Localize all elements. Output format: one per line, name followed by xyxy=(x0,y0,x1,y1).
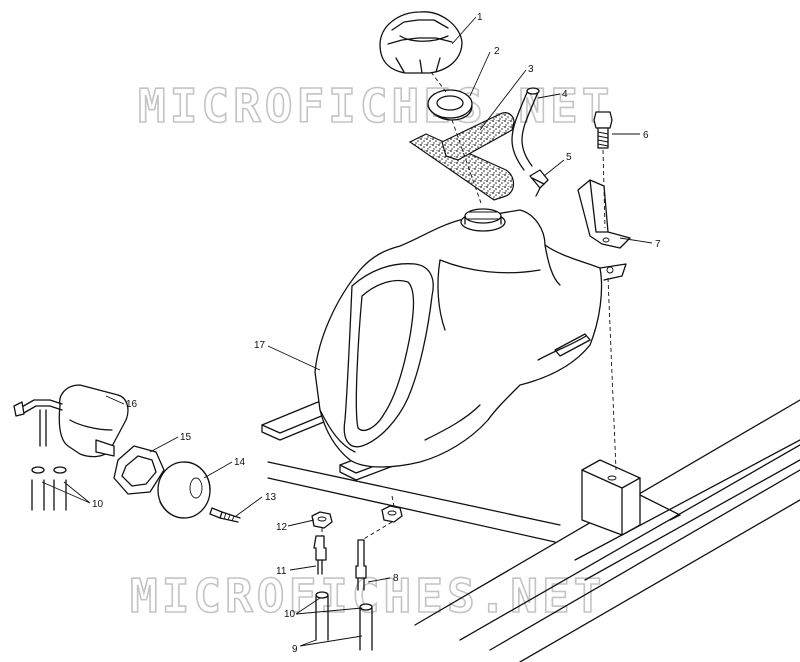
hoses-bottom xyxy=(315,591,373,651)
watermark-top: MICROFICHES.NET xyxy=(138,79,613,133)
callout-labels: 1 2 3 4 5 6 7 8 9 10 10 11 12 13 14 15 1… xyxy=(92,12,661,655)
callout-7: 7 xyxy=(655,239,661,250)
callout-16: 16 xyxy=(126,399,138,410)
fuel-valve xyxy=(13,384,129,458)
callout-15: 15 xyxy=(180,432,192,443)
vent-hose xyxy=(511,87,540,171)
callout-14: 14 xyxy=(234,457,246,468)
callout-9: 9 xyxy=(292,644,298,655)
frame-rails xyxy=(267,399,800,662)
vent-fitting xyxy=(529,169,549,197)
callout-3: 3 xyxy=(528,64,534,75)
callout-11: 11 xyxy=(276,566,287,577)
valve-knob xyxy=(157,461,211,519)
watermark-bottom: MICROFICHES.NET xyxy=(130,569,605,623)
callout-8: 8 xyxy=(393,573,399,584)
assembly-lines xyxy=(321,71,617,541)
mounting-bracket xyxy=(577,179,631,249)
nuts xyxy=(311,505,403,529)
callout-5: 5 xyxy=(566,152,572,163)
fuel-tank xyxy=(314,208,627,468)
callout-10b: 10 xyxy=(284,609,296,620)
callout-2: 2 xyxy=(494,46,500,57)
callout-13: 13 xyxy=(265,492,277,503)
callout-1: 1 xyxy=(477,12,483,23)
valve-gasket xyxy=(113,445,165,495)
callout-6: 6 xyxy=(643,130,649,141)
leader-lines xyxy=(41,16,653,647)
callout-12: 12 xyxy=(276,522,288,533)
callout-17: 17 xyxy=(254,340,266,351)
foam-pads xyxy=(408,112,515,201)
screw xyxy=(209,507,241,523)
fuel-cap xyxy=(379,11,463,74)
callout-10a: 10 xyxy=(92,499,104,510)
studs xyxy=(313,535,367,591)
hoses-left xyxy=(31,466,67,511)
callout-4: 4 xyxy=(562,89,568,100)
bolt xyxy=(593,111,613,149)
